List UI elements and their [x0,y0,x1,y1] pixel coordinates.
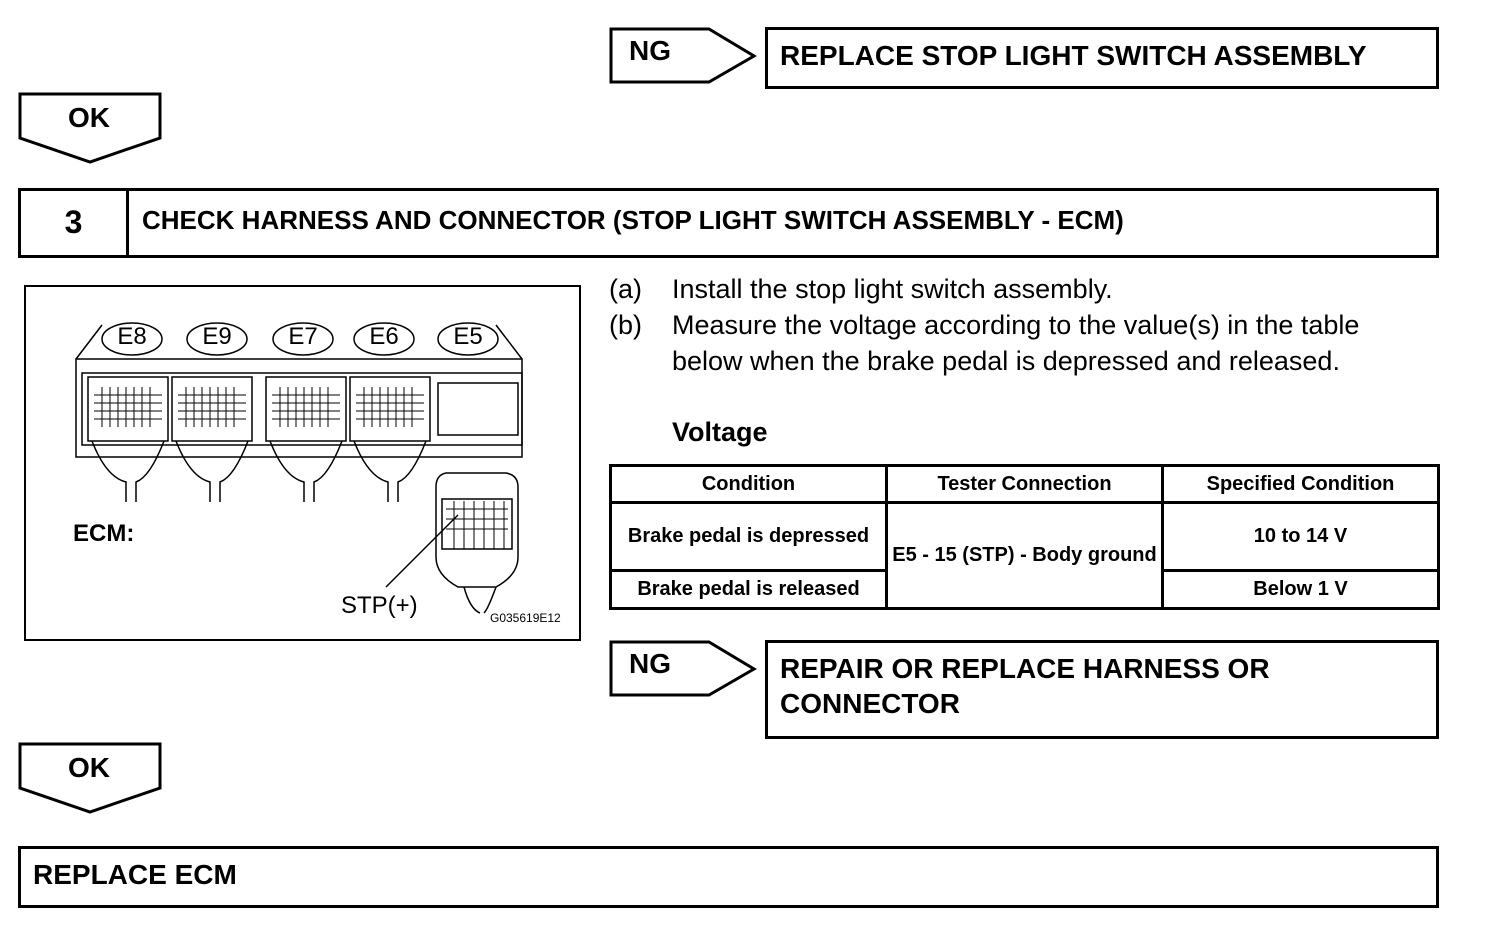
connector-label-e6: E6 [369,323,399,350]
column-header: Specified Condition [1161,464,1440,504]
instruction-text: Measure the voltage according to the val… [672,310,1360,376]
connector-label-e5: E5 [453,323,483,350]
ok-arrow-tag-top: OK [18,92,164,164]
ecm-connector-diagram: E8 E9 E7 E6 E5 ECM: STP(+) G035619E12 [24,285,581,641]
result-text-top: REPLACE STOP LIGHT SWITCH ASSEMBLY [780,40,1367,71]
table-row: Brake pedal is released Below 1 V [609,569,1440,610]
table-header-row: Condition Tester Connection Specified Co… [609,464,1440,504]
specified-cell: 10 to 14 V [1161,501,1440,572]
ng-arrow-tag-bottom: NG [609,640,757,698]
right-arrow-tag-icon [609,27,757,84]
condition-cell: Brake pedal is released [609,569,888,610]
condition-cell: Brake pedal is depressed [609,501,888,572]
connector-label-e7: E7 [288,323,318,350]
table-row: Brake pedal is depressed E5 - 15 (STP) -… [609,501,1440,610]
step-title: CHECK HARNESS AND CONNECTOR (STOP LIGHT … [142,205,1124,235]
ng-label: NG [629,35,671,66]
final-action-text: REPLACE ECM [33,859,237,890]
step-header: 3 CHECK HARNESS AND CONNECTOR (STOP LIGH… [18,188,1439,258]
stp-pin-label: STP(+) [341,592,418,619]
ng-label: NG [629,648,671,679]
down-arrow-tag-icon [18,92,162,164]
ok-label: OK [68,102,110,133]
connector-blocks [87,376,519,442]
final-action-box: REPLACE ECM [18,846,1439,908]
ng-arrow-tag-top: NG [609,27,757,85]
specified-cell: Below 1 V [1161,569,1440,610]
instruction-a: (a) Install the stop light switch assemb… [609,271,1409,311]
connector-label-e8: E8 [117,323,147,350]
result-box-top: REPLACE STOP LIGHT SWITCH ASSEMBLY [765,27,1439,89]
voltage-spec-table: Condition Tester Connection Specified Co… [609,464,1440,610]
instruction-label: (a) [609,274,642,304]
right-arrow-tag-icon [609,640,757,697]
result-text-bottom: REPAIR OR REPLACE HARNESS OR CONNECTOR [780,653,1270,719]
connector-label-e9: E9 [202,323,232,350]
table-title: Voltage [672,417,768,447]
ecm-connector-illustration [75,322,523,614]
down-arrow-tag-icon [18,742,162,814]
step-number: 3 [21,191,129,255]
ok-arrow-tag-bottom: OK [18,742,164,814]
result-box-bottom: REPAIR OR REPLACE HARNESS OR CONNECTOR [765,640,1439,739]
instruction-text: Install the stop light switch assembly. [672,274,1113,304]
column-header: Tester Connection [885,464,1164,504]
tester-connection-cell: E5 - 15 (STP) - Body ground [885,501,1164,610]
ok-label: OK [68,752,110,783]
figure-code: G035619E12 [490,611,561,625]
instruction-b: (b) Measure the voltage according to the… [609,307,1409,417]
column-header: Condition [609,464,888,504]
instruction-label: (b) [609,310,642,340]
ecm-label: ECM: [73,520,135,547]
